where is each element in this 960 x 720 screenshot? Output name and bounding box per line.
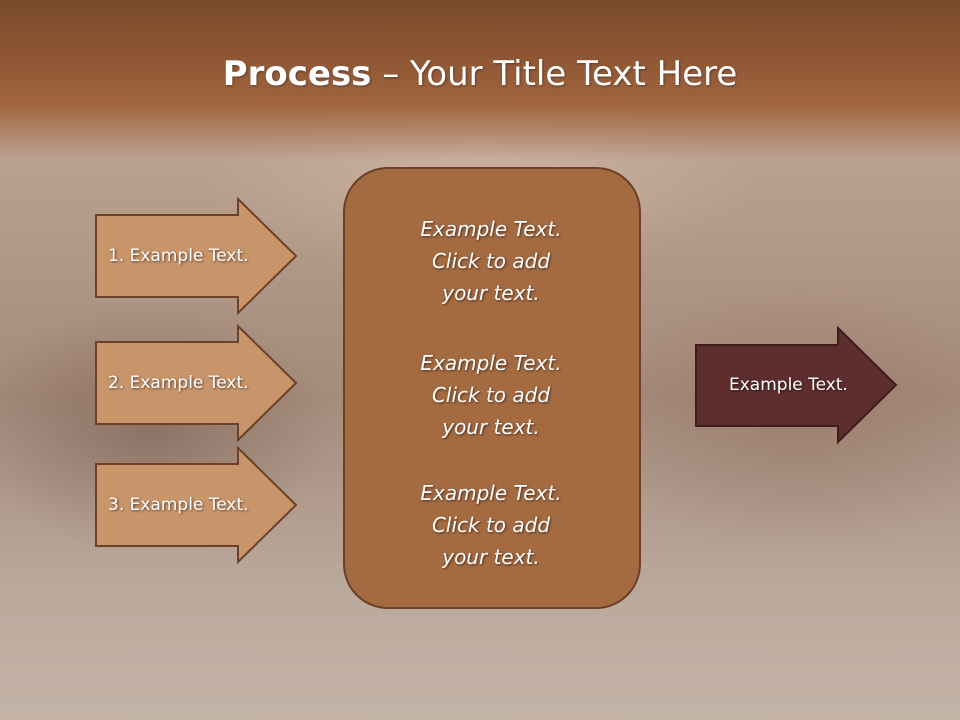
title-bold: Process	[222, 54, 372, 94]
slide-title[interactable]: Process – Your Title Text Here	[0, 52, 960, 96]
center-text-block-1[interactable]: Example Text. Click to add your text.	[418, 213, 564, 309]
right-arrow-label: Example Text.	[729, 375, 848, 395]
center-text-2-line2: Click to add	[431, 383, 551, 407]
center-text-3-line1: Example Text.	[420, 481, 562, 505]
center-text-3-line3: your text.	[442, 545, 540, 569]
left-arrow-2[interactable]	[95, 323, 298, 443]
right-arrow[interactable]	[695, 325, 898, 445]
left-arrow-2-label: 2. Example Text.	[108, 373, 249, 393]
title-rest: – Your Title Text Here	[371, 54, 738, 94]
center-text-1-line2: Click to add	[431, 249, 551, 273]
center-text-block-2[interactable]: Example Text. Click to add your text.	[418, 347, 564, 443]
center-text-1-line3: your text.	[442, 281, 540, 305]
center-text-1-line1: Example Text.	[420, 217, 562, 241]
header-band	[0, 0, 960, 160]
left-arrow-1-label: 1. Example Text.	[108, 246, 249, 266]
left-arrow-3-label: 3. Example Text.	[108, 495, 249, 515]
center-text-2-line1: Example Text.	[420, 351, 562, 375]
left-arrow-3[interactable]	[95, 445, 298, 565]
center-text-2-line3: your text.	[442, 415, 540, 439]
center-text-3-line2: Click to add	[431, 513, 551, 537]
left-arrow-1[interactable]	[95, 196, 298, 316]
center-text-block-3[interactable]: Example Text. Click to add your text.	[418, 477, 564, 573]
center-box[interactable]	[343, 167, 641, 609]
